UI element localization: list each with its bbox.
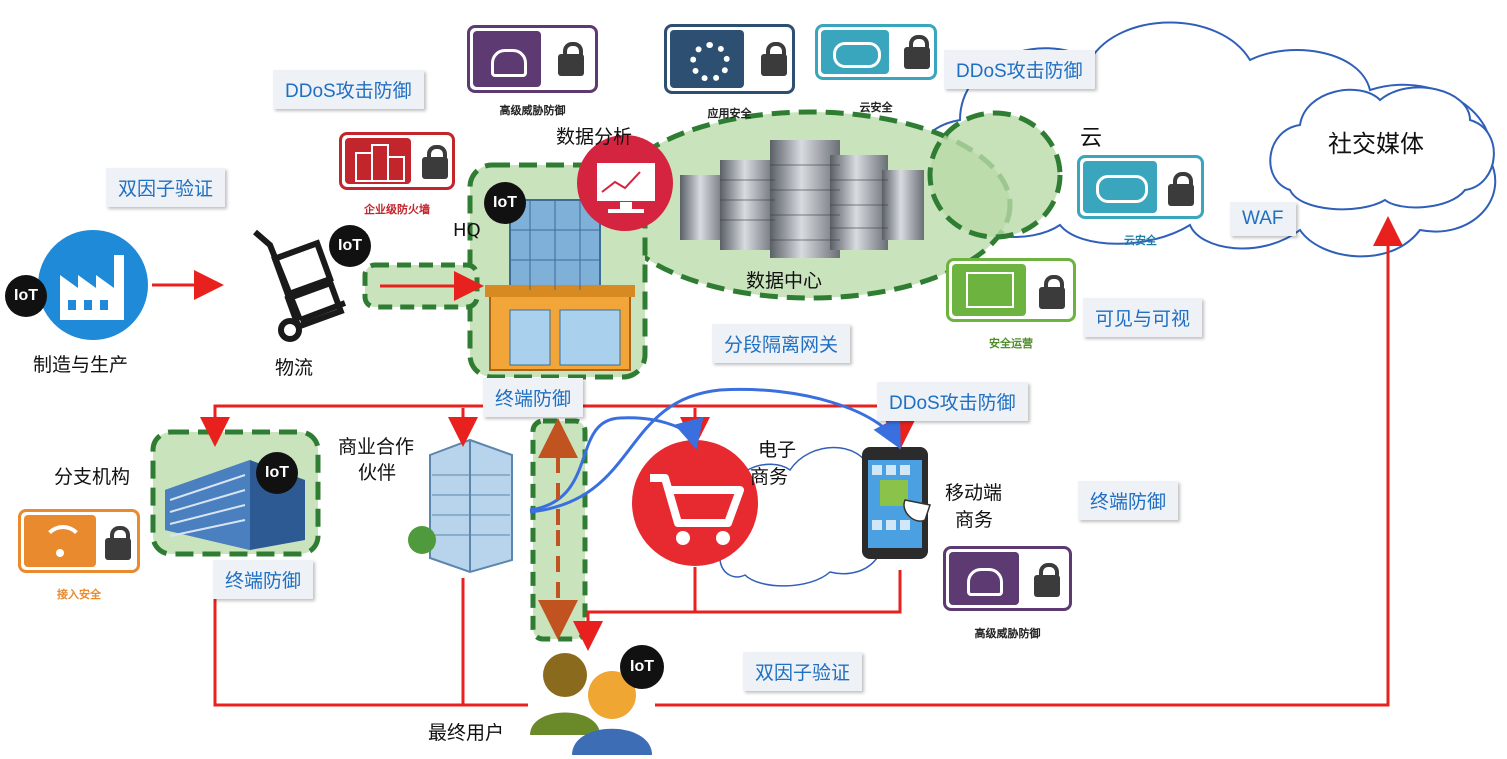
data-center-label: 数据中心 [746,270,823,292]
hq-building-image [485,199,635,371]
threat-bomb-icon [949,552,1019,605]
cloud-icon [821,30,889,74]
tile-app-security: 应用安全 [664,24,795,120]
shopping-cart-icon [632,440,758,566]
callout-ddos-cloud: DDoS攻击防御 [944,50,1095,89]
cloud-icon [1083,161,1157,213]
threat-bomb-icon [473,31,541,87]
lock-icon [761,42,787,76]
hand-truck-icon [253,229,347,342]
analytics-monitor-icon [577,135,673,231]
tile-caption: 接入安全 [57,588,101,601]
partner-building-image [408,438,513,574]
manufacturing-label: 制造与生产 [33,354,129,376]
callout-ddos-mobile: DDoS攻击防御 [877,382,1028,421]
tile-cloud-security-right: 云安全 [1077,155,1204,247]
callout-ddos-top: DDoS攻击防御 [273,70,424,109]
tile-enterprise-firewall: 企业级防火墙 [339,132,455,216]
lock-icon [422,145,448,179]
end-user-image [530,653,652,755]
cloud-edge-zone [927,110,1063,240]
tile-caption: 高级威胁防御 [499,104,566,117]
social-media-label: 社交媒体 [1328,130,1424,158]
ecommerce-label-line2: 商务 [750,466,789,488]
tile-caption: 安全运营 [989,337,1033,350]
tile-caption: 企业级防火墙 [364,203,430,216]
callout-two-factor-top: 双因子验证 [106,168,226,207]
mobile-label-line2: 商务 [955,509,994,531]
iot-badge-hq: IoT [484,182,526,224]
iot-badge-end-user: IoT [620,645,664,689]
tile-access-security: 接入安全 [18,509,140,601]
callout-endpoint-branch: 终端防御 [213,560,314,599]
tile-caption: 云安全 [859,101,893,114]
callout-waf: WAF [1230,202,1296,236]
dashboard-icon [952,264,1026,316]
data-analysis-label: 数据分析 [556,126,633,148]
logistics-label: 物流 [275,357,314,379]
callout-two-factor-bottom: 双因子验证 [743,652,863,691]
cloud-label: 云 [1080,126,1103,151]
partner-label-line1: 商业合作 [338,436,415,458]
end-user-label: 最终用户 [428,722,505,744]
callout-visibility: 可见与可视 [1083,298,1203,337]
branch-label: 分支机构 [54,466,131,488]
blue-curved-links [529,387,901,514]
iot-badge-branch: IoT [256,452,298,494]
partner-label-line2: 伙伴 [358,462,397,484]
social-cloud [1269,86,1495,211]
server-racks-image [680,140,924,258]
tile-security-ops: 安全运营 [946,258,1076,350]
lock-icon [1034,563,1060,597]
tile-caption: 云安全 [1124,234,1157,247]
ecommerce-label-line1: 电子 [758,439,797,461]
factory-icon [38,230,148,340]
iot-badge-manufacturing: IoT [5,275,47,317]
callout-segmentation: 分段隔离网关 [712,324,851,363]
tile-cloud-security-top: 云安全 [815,24,937,114]
lock-icon [1039,275,1065,309]
mobile-label-line1: 移动端 [945,482,1003,504]
iot-badge-logistics: IoT [329,225,371,267]
gear-icon [670,30,744,88]
callout-endpoint-mobile: 终端防御 [1078,481,1179,520]
lock-icon [904,35,930,69]
lock-icon [558,42,584,76]
firewall-icon [345,138,411,184]
wifi-icon [24,515,96,567]
mobile-phone-image [862,447,931,559]
tile-advanced-threat-top: 高级威胁防御 [467,25,598,117]
callout-endpoint-hq: 终端防御 [483,378,584,417]
lock-icon [1168,172,1194,206]
tile-caption: 高级威胁防御 [974,627,1041,640]
tile-advanced-threat-bottom: 高级威胁防御 [943,546,1072,640]
tile-caption: 应用安全 [707,107,752,120]
lock-icon [105,526,131,560]
hq-label: HQ [453,220,481,241]
